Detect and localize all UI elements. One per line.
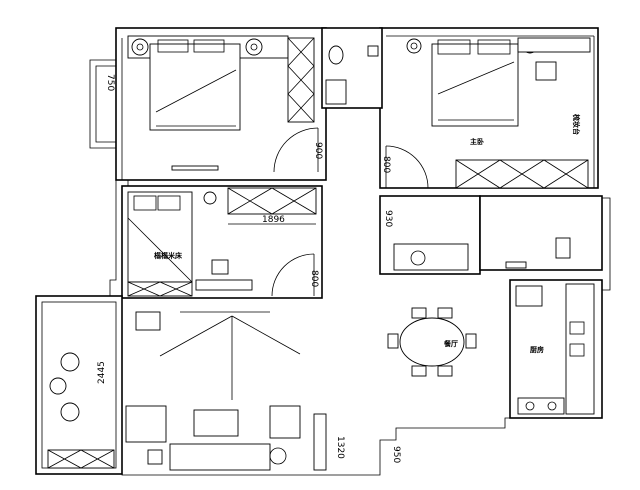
dining-table [399,317,465,367]
wardrobe-dimension: 1896 [262,215,285,225]
bay-window: 750 [89,59,116,149]
tv-cabinet [313,413,327,471]
middle-rooms: 930 [379,195,603,275]
toilet-icon [328,45,344,65]
sofa [169,443,271,471]
living-room: 1320 950 [125,311,401,471]
armchair-left [125,405,167,443]
balcony-walls [35,295,123,475]
armchair-right [269,405,301,439]
outer-outline [109,180,611,476]
coffee-table [193,409,239,437]
laundry-room [479,195,603,271]
upper-bedroom: 900 [127,35,323,173]
study-door-dimension: 800 [309,270,319,287]
dining-label: 餐厅 [443,339,458,348]
bathroom-walls [321,27,383,109]
study-wardrobe [227,187,317,215]
bathroom [325,45,379,105]
master-bedroom: 主卧 梳妆台 800 [381,37,591,189]
entry-door-dimension: 950 [391,446,401,463]
master-door-dimension: 800 [381,156,391,173]
tv-wall-dimension: 1320 [335,436,345,459]
bay-window-dimension: 750 [105,74,115,91]
balcony: 2445 [35,295,123,475]
study-label: 榻榻米床 [153,251,183,260]
double-bed [149,43,241,131]
kitchen: 厨房 [509,279,603,419]
master-bedroom-label: 主卧 [470,137,484,146]
upper-door-dimension: 900 [313,142,323,159]
master-double-bed [431,43,519,127]
study-chair [211,259,229,275]
kitchen-label: 厨房 [530,345,544,354]
hall-door-dimension: 930 [383,210,393,227]
tatami-bed [127,191,193,283]
kitchen-counter [565,283,595,415]
dressing-table-label: 梳妆台 [572,114,581,135]
dining-area: 餐厅 [387,307,477,377]
balcony-dimension: 2445 [97,361,107,384]
study-room: 榻榻米床 1896 800 [121,185,323,299]
